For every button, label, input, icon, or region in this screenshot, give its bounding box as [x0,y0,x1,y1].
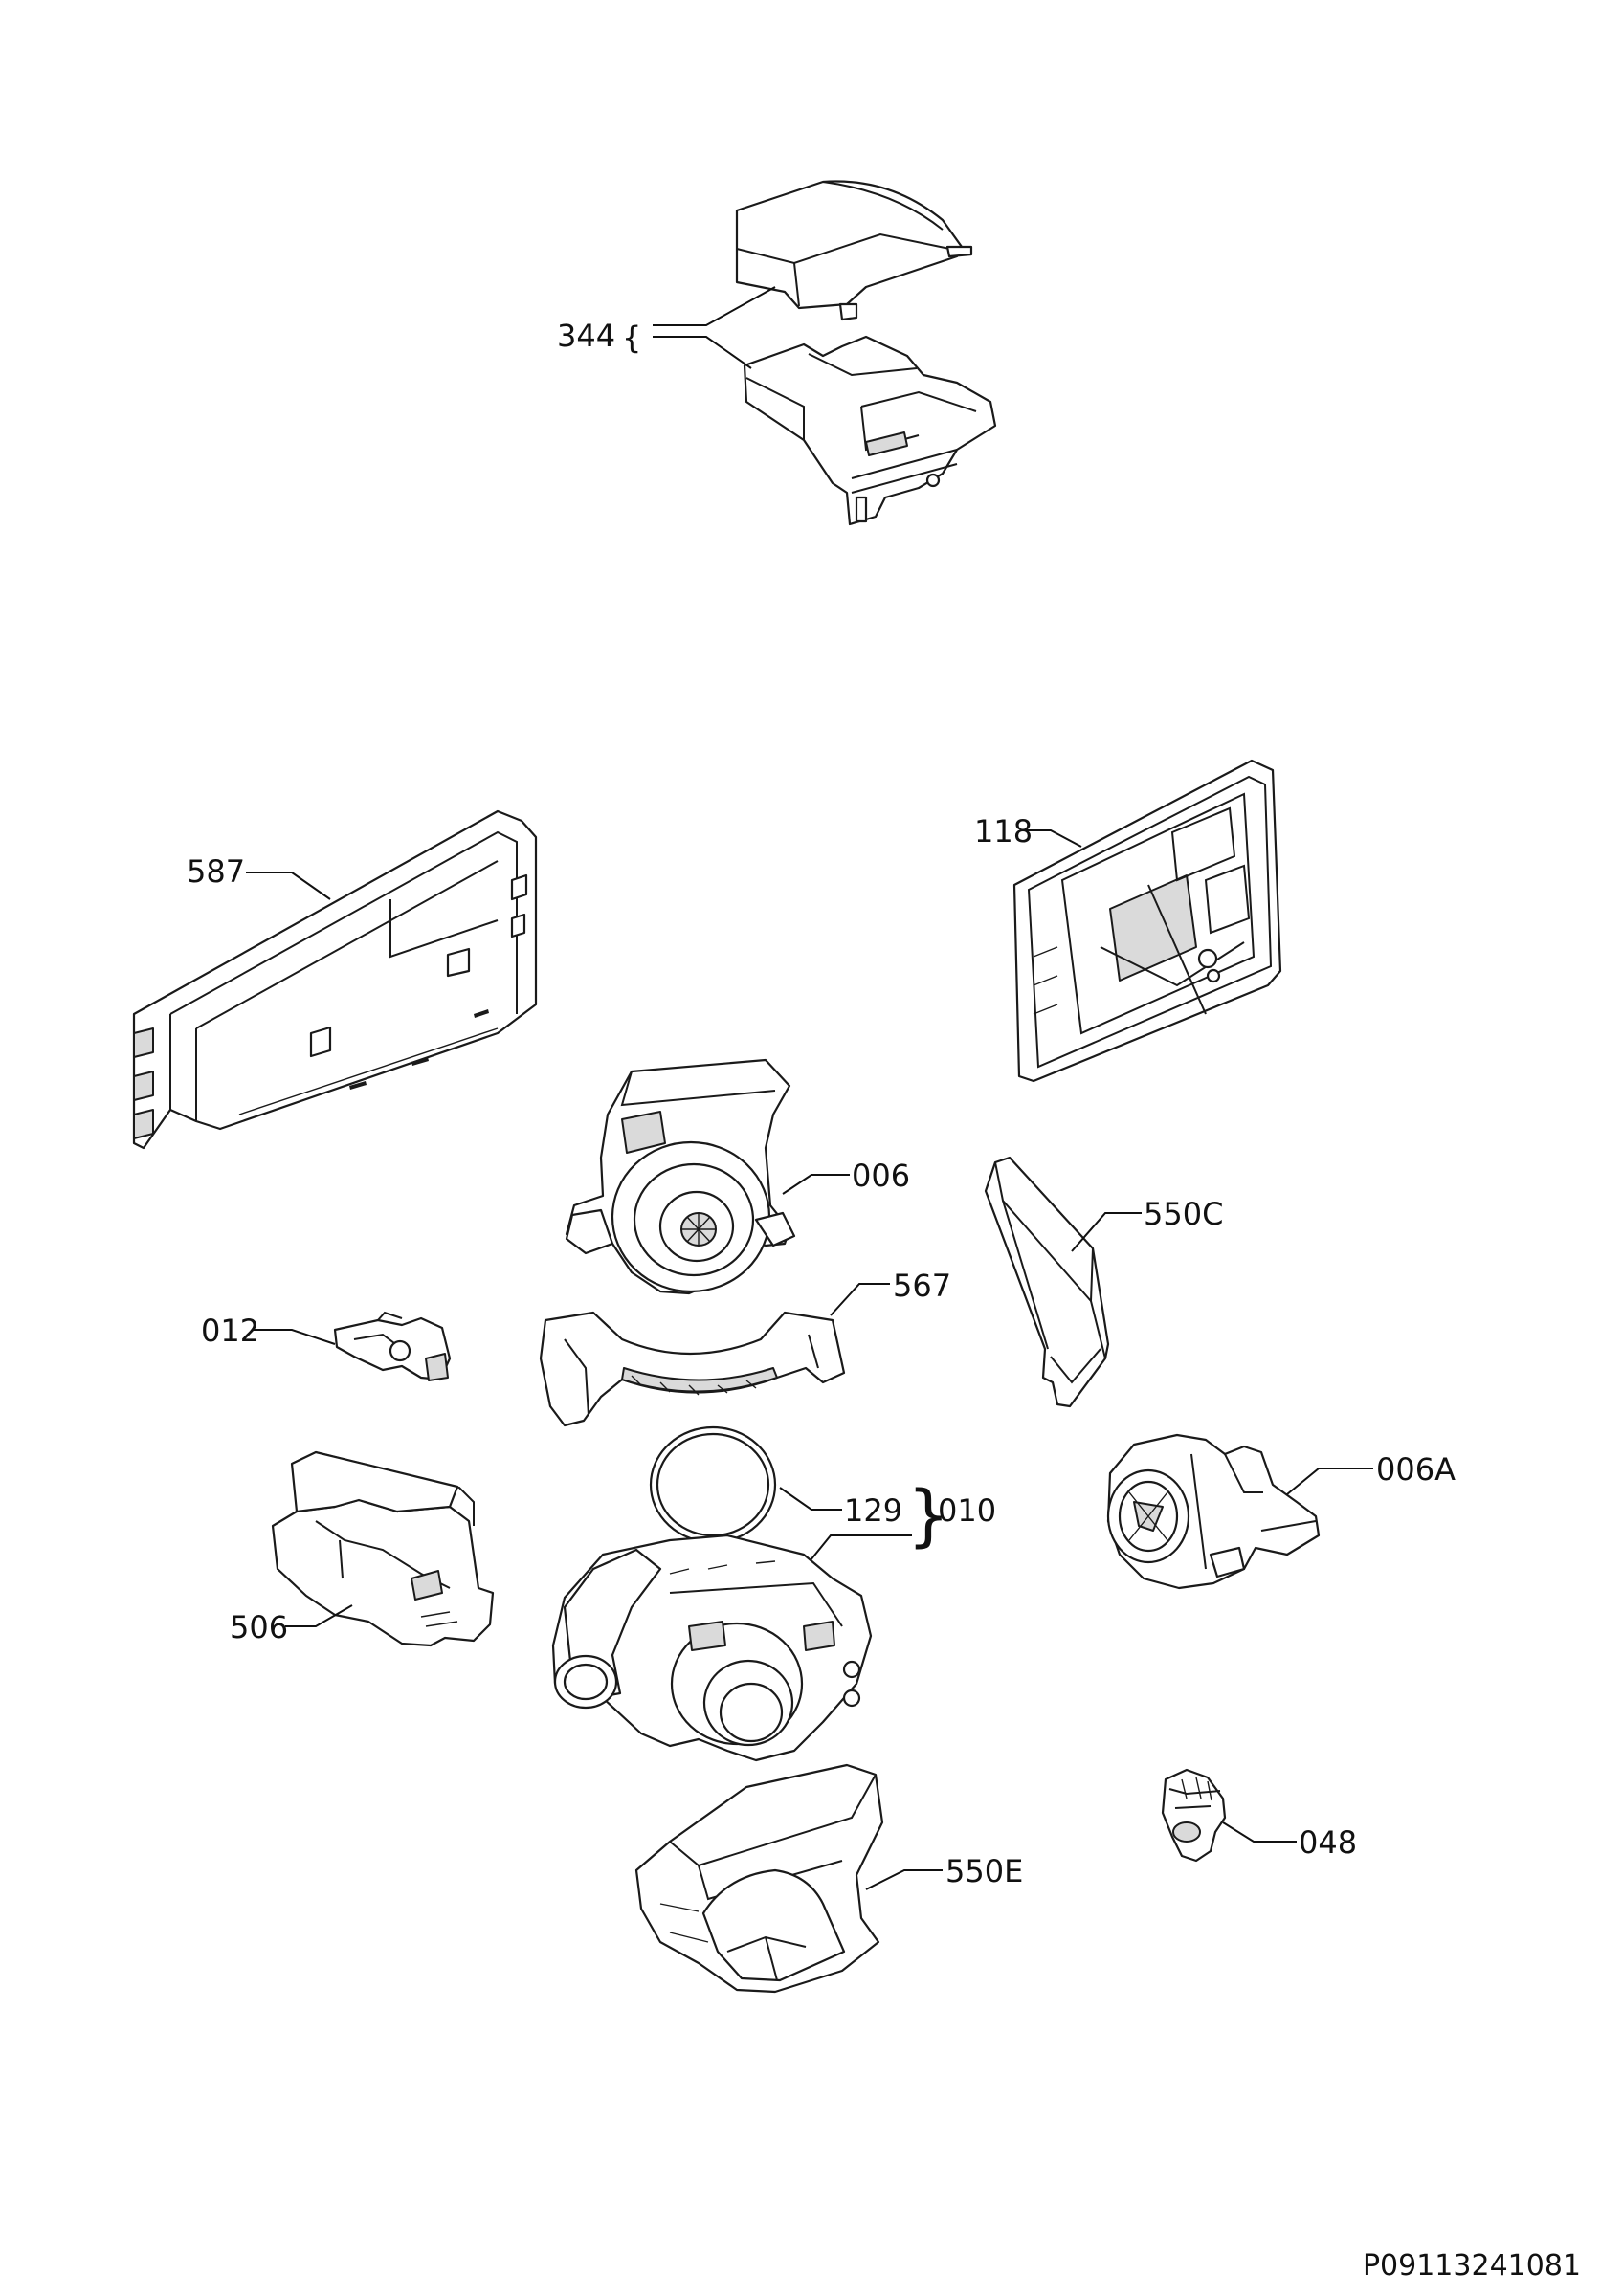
leader-010 [801,1534,912,1572]
callout-048: 048 [1299,1824,1357,1861]
leader-006A [1286,1468,1373,1495]
part-010-sump-assembly [551,1534,873,1762]
callout-010: 010 [938,1492,996,1529]
callout-506: 506 [230,1609,288,1645]
part-012-sensor [333,1311,452,1381]
leader-012 [254,1329,336,1345]
leader-567 [830,1283,890,1316]
part-550C-cover [984,1156,1110,1408]
leader-006 [782,1174,850,1195]
leader-129 [779,1487,842,1511]
leader-550C [1071,1212,1142,1252]
leader-550E [865,1869,943,1890]
leader-048 [1222,1821,1297,1843]
part-344-leaders [653,286,776,369]
part-048-sensor [1161,1768,1227,1863]
callout-550E: 550E [945,1853,1023,1889]
part-118-dispenser [1012,759,1282,1083]
callout-587: 587 [187,853,245,890]
leader-506 [285,1604,353,1627]
part-006A-drain-pump [1106,1433,1321,1590]
part-344-cover [735,180,973,321]
callout-344: 344 [557,318,615,354]
part-587-control-module [132,809,538,1150]
part-567-bracket [539,1311,846,1427]
callout-567: 567 [893,1268,951,1304]
callout-006A: 006A [1376,1451,1456,1488]
callout-006: 006 [852,1158,910,1194]
callout-012: 012 [201,1313,259,1349]
part-550E-cover [634,1763,884,1994]
callout-118: 118 [974,813,1033,850]
leader-587 [246,872,331,900]
part-506-holder [271,1450,495,1647]
part-344-door-lock [743,335,997,526]
callout-129: 129 [844,1492,902,1529]
leader-118 [1024,829,1082,848]
callout-550C: 550C [1144,1196,1223,1232]
part-129-gasket [649,1425,777,1544]
brace-344: { [622,320,641,356]
brace-010: } [907,1476,950,1555]
document-id: P09113241081 [1363,2249,1581,2283]
part-006-pump [565,1058,796,1295]
